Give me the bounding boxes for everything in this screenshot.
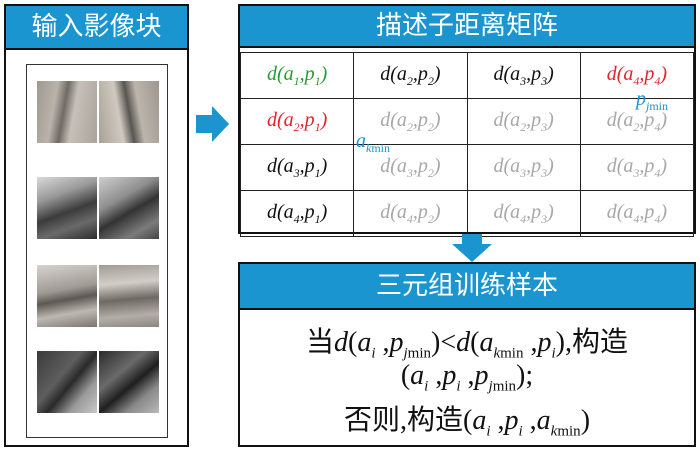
matrix-cell: d(a4,p2) xyxy=(353,190,468,237)
input-patches-title: 输入影像块 xyxy=(6,6,187,50)
triplet-sample-panel: 三元组训练样本 当d(ai ,pjmin)<d(akmin ,pi),构造 (a… xyxy=(238,262,696,447)
matrix-cell: d(a4,p1) xyxy=(239,190,355,237)
matrix-cell: d(a2,p4) xyxy=(579,98,695,145)
distance-matrix-title: 描述子距离矩阵 xyxy=(240,6,694,48)
matrix-cell: d(a1,p1) xyxy=(239,52,355,99)
input-patches-panel: 输入影像块 xyxy=(4,4,189,447)
rule-line-1: 当d(ai ,pjmin)<d(akmin ,pi),构造 xyxy=(305,327,628,362)
matrix-row: d(a1,p1)d(a2,p2)d(a3,p3)d(a4,p4) xyxy=(239,52,695,99)
distance-matrix: d(a1,p1)d(a2,p2)d(a3,p3)d(a4,p4)d(a2,p1)… xyxy=(239,52,695,237)
arrow-down-icon xyxy=(452,234,492,262)
matrix-cell: d(a2,p2) xyxy=(353,52,468,99)
matrix-cell: d(a4,p4) xyxy=(579,190,695,237)
patch-pair-3 xyxy=(37,265,159,327)
akmin-label: akmin xyxy=(356,130,390,155)
matrix-cell: d(a2,p3) xyxy=(466,98,581,145)
matrix-row: d(a2,p1)d(a2,p2)d(a2,p3)d(a2,p4) xyxy=(239,98,695,145)
matrix-cell: d(a2,p2) xyxy=(353,98,468,145)
matrix-cell: d(a2,p1) xyxy=(239,98,355,145)
patch-pair-2 xyxy=(37,177,159,239)
patch-pair-1 xyxy=(37,81,159,143)
patch-pair-4 xyxy=(37,351,159,413)
distance-matrix-panel: 描述子距离矩阵 d(a1,p1)d(a2,p2)d(a3,p3)d(a4,p4)… xyxy=(238,4,696,237)
rule-line-3: 否则,构造(ai ,pi ,akmin) xyxy=(343,405,591,440)
matrix-cell: d(a3,p2) xyxy=(353,144,468,191)
matrix-cell: d(a3,p1) xyxy=(239,144,355,191)
matrix-cell: d(a4,p4) xyxy=(579,52,695,99)
matrix-cell: d(a3,p3) xyxy=(466,144,581,191)
arrow-right-icon xyxy=(196,106,229,142)
triplet-sample-title: 三元组训练样本 xyxy=(240,264,694,310)
matrix-row: d(a4,p1)d(a4,p2)d(a4,p3)d(a4,p4) xyxy=(239,190,695,237)
matrix-row: d(a3,p1)d(a3,p2)d(a3,p3)d(a3,p4) xyxy=(239,144,695,191)
patch-list xyxy=(26,64,168,438)
pjmin-label: pjmin xyxy=(636,88,669,113)
matrix-cell: d(a4,p3) xyxy=(466,190,581,237)
matrix-cell: d(a3,p3) xyxy=(466,52,581,99)
rule-line-2: (ai ,pi ,pjmin); xyxy=(400,360,534,395)
matrix-cell: d(a3,p4) xyxy=(579,144,695,191)
